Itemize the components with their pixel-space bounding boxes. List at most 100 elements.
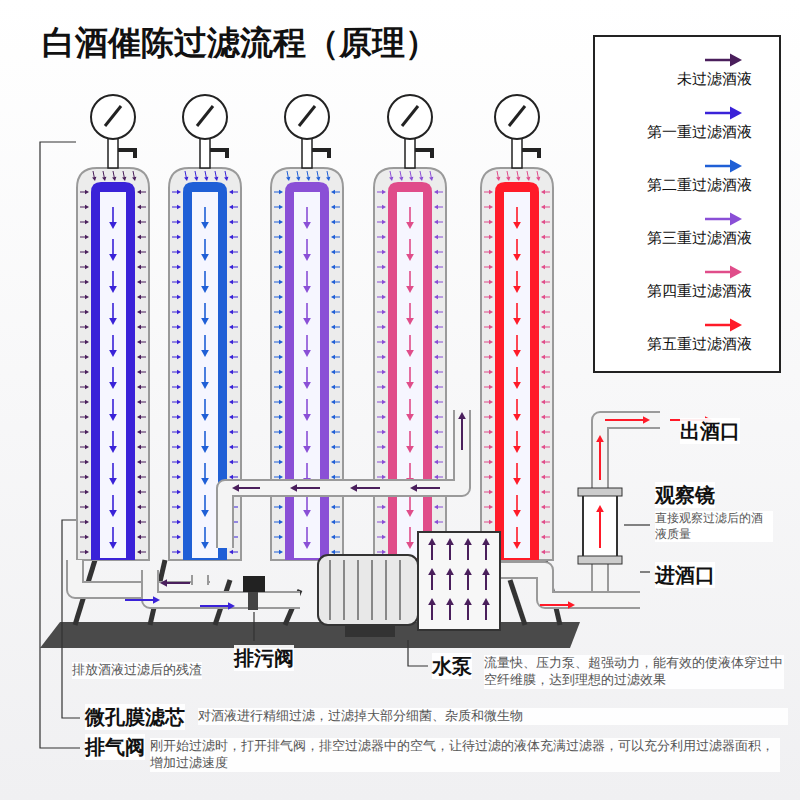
flow-arrow <box>705 112 730 115</box>
pipe <box>600 420 660 490</box>
arrow-head <box>331 475 335 479</box>
flow-arrow <box>431 545 433 560</box>
arrow-head <box>541 325 545 329</box>
arrow-head <box>429 177 433 181</box>
arrow-head <box>541 445 545 449</box>
arrow-head <box>331 400 335 404</box>
arrow-head <box>137 190 141 194</box>
arrow-head <box>137 520 141 524</box>
flow-arrow <box>233 297 238 298</box>
flow-arrow <box>335 237 340 238</box>
arrow-head <box>434 445 438 449</box>
arrow-head <box>85 250 89 254</box>
arrow-head <box>137 475 141 479</box>
arrow-head <box>137 505 141 509</box>
vent-valve <box>312 150 329 158</box>
arrow-head <box>434 340 438 344</box>
core-channel <box>397 192 423 558</box>
flow-arrow <box>274 312 279 313</box>
flow-arrow <box>516 399 518 414</box>
flow-arrow <box>335 207 340 208</box>
arrow-head <box>177 250 181 254</box>
flow-arrow <box>377 537 382 538</box>
legend-box <box>594 36 780 372</box>
arrow-head <box>489 415 493 419</box>
arrow-head <box>513 446 521 453</box>
flow-arrow <box>204 495 206 510</box>
arrow-head <box>229 265 233 269</box>
arrow-head <box>434 385 438 389</box>
flow-arrow <box>438 507 443 508</box>
arrow-head <box>137 460 141 464</box>
arrow-head <box>279 355 283 359</box>
drain-outlet <box>248 592 258 610</box>
arrow-head <box>137 415 141 419</box>
arrow-head <box>541 550 545 554</box>
arrow-head <box>331 385 335 389</box>
arrow-head <box>137 490 141 494</box>
arrow-head <box>406 318 414 325</box>
arrow-head <box>596 505 604 512</box>
arrow-head <box>201 446 209 453</box>
arrow-head <box>85 340 89 344</box>
part-name: 水泵 <box>432 653 472 679</box>
arrow-head <box>331 535 335 539</box>
core-channel <box>100 192 126 558</box>
arrow-head <box>434 475 438 479</box>
flow-arrow <box>274 237 279 238</box>
arrow-head <box>279 280 283 284</box>
flow-arrow <box>172 387 177 388</box>
flow-arrow <box>306 207 308 222</box>
arrow-head <box>177 325 181 329</box>
arrow-head <box>382 325 386 329</box>
flow-arrow <box>545 552 550 553</box>
arrow-head <box>331 370 335 374</box>
arrow-head <box>229 250 233 254</box>
flow-arrow <box>335 552 340 553</box>
arrow-head <box>434 265 438 269</box>
flow-arrow <box>545 237 550 238</box>
arrow-head <box>526 177 530 181</box>
arrow-head <box>286 177 290 181</box>
pressure-gauge <box>183 95 227 139</box>
flow-arrow <box>377 237 382 238</box>
membrane-core <box>388 182 432 560</box>
flow-arrow <box>377 402 382 403</box>
flow-arrow <box>377 207 382 208</box>
arrow-head <box>399 177 403 181</box>
arrow-head <box>109 510 117 517</box>
flow-arrow <box>274 387 279 388</box>
flow-arrow <box>438 417 443 418</box>
arrow-head <box>406 254 414 261</box>
arrow-head <box>382 355 386 359</box>
arrow-head <box>331 295 335 299</box>
part-name: 排气阀 <box>85 734 145 760</box>
flow-arrow <box>80 417 85 418</box>
arrow-head <box>382 295 386 299</box>
flow-arrow <box>467 575 469 590</box>
flow-arrow <box>233 312 238 313</box>
arrow-head <box>177 400 181 404</box>
flow-arrow <box>335 282 340 283</box>
arrow-head <box>434 505 438 509</box>
flow-arrow <box>545 537 550 538</box>
arrow-head <box>229 445 233 449</box>
gauge-stem <box>200 138 210 168</box>
arrow-head <box>331 445 335 449</box>
flow-arrow <box>484 312 489 313</box>
flow-arrow <box>80 267 85 268</box>
arrow-head <box>331 340 335 344</box>
arrow-head <box>513 414 521 421</box>
arrow-head <box>160 579 167 587</box>
flow-arrow <box>172 312 177 313</box>
flow-arrow <box>377 312 382 313</box>
flow-arrow <box>80 282 85 283</box>
arrow-head <box>331 235 335 239</box>
arrow-head <box>516 177 520 181</box>
flow-arrow <box>516 431 518 446</box>
arrow-head <box>229 190 233 194</box>
arrow-head <box>434 235 438 239</box>
arrow-head <box>331 190 335 194</box>
arrow-head <box>382 520 386 524</box>
arrow-head <box>382 235 386 239</box>
